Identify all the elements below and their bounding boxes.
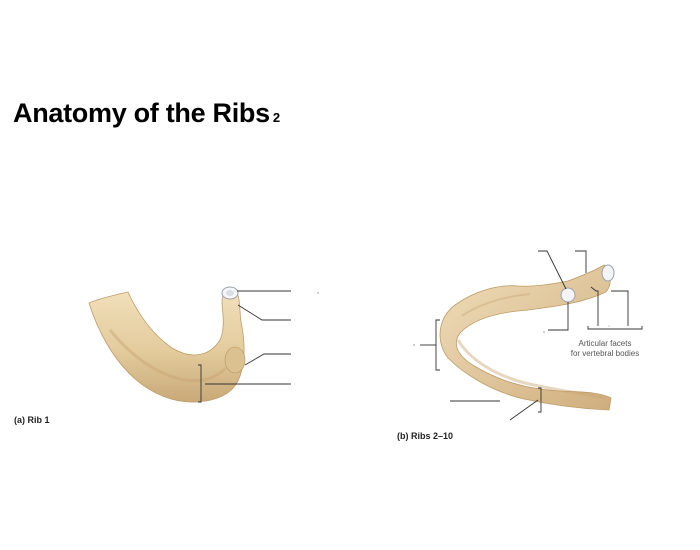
leader-line-tubercle-b: [538, 250, 567, 290]
caption-rib-1: (a) Rib 1: [14, 415, 50, 425]
rib-typical-illustration: [439, 264, 615, 411]
caption-ribs-2-10: (b) Ribs 2–10: [397, 431, 454, 441]
bracket-shaft: [538, 387, 542, 413]
label-articular-facets-line1: Articular facets: [578, 339, 632, 348]
rib-typical-head-facet: [601, 264, 615, 282]
rib-1-bone: [88, 289, 245, 403]
leader-line-head-b: [575, 250, 587, 273]
slide-number: 2: [272, 110, 280, 125]
bracket-angle: [435, 319, 440, 371]
leader-line-facet-arm-left: [590, 286, 599, 326]
leader-line-shaft: [509, 399, 539, 421]
faint-label-marks: [413, 325, 610, 346]
rib-typical-tubercle: [560, 287, 576, 303]
rib-typical-leader-lines: [420, 250, 643, 421]
rib-1-tubercle: [224, 346, 246, 374]
leader-line-neck: [237, 304, 291, 321]
label-articular-facets-line2: for vertebral bodies: [570, 349, 640, 358]
bracket-rib-1: [198, 364, 202, 403]
leader-line-neck-b: [548, 302, 569, 331]
leader-line-facet-arm-right: [611, 290, 629, 326]
rib-1-leader-lines: [198, 290, 291, 403]
rib-1-illustration: [88, 286, 246, 403]
dot: [317, 292, 319, 294]
bracket-articular-facets: [587, 326, 643, 330]
rib-typical-bone: [439, 264, 612, 411]
slide-title-text: Anatomy of the Ribs: [13, 98, 270, 128]
leader-line-tubercle: [244, 353, 291, 366]
